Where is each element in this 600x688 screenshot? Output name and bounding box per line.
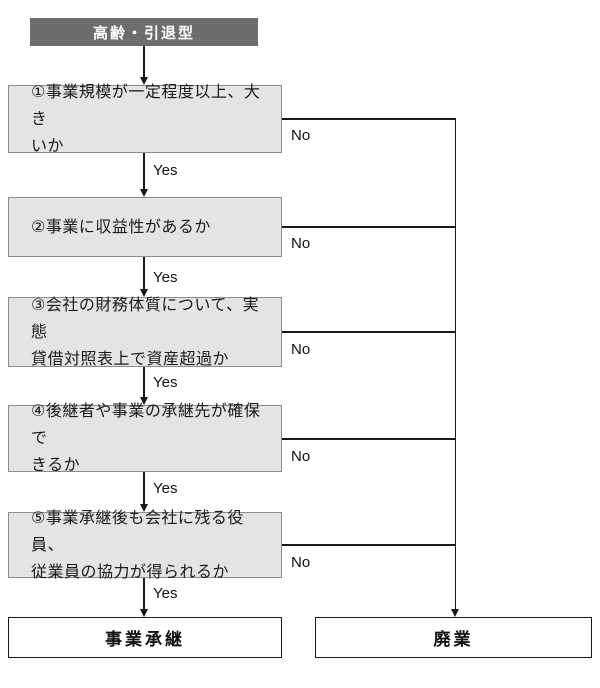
- no-branch-line-q3: [282, 331, 456, 333]
- question-4-line-1: ④後継者や事業の承継先が確保で: [31, 403, 261, 447]
- start-node: 高齢・引退型: [30, 18, 258, 46]
- no-label-5: No: [291, 554, 311, 571]
- outcome-closure-label: 廃業: [433, 630, 474, 649]
- question-1-line-1: ①事業規模が一定程度以上、大き: [31, 83, 261, 128]
- connector-q2-to-q3: [143, 257, 145, 290]
- no-branch-line-q2: [282, 226, 456, 228]
- question-4-line-2: きるか: [31, 457, 81, 474]
- no-branch-line-q1: [282, 118, 456, 120]
- no-branch-line-q4: [282, 438, 456, 440]
- question-3-line-1: ③会社の財務体質について、実態: [31, 296, 260, 341]
- arrowhead-down-icon: [139, 77, 148, 85]
- no-label-3: No: [291, 341, 311, 358]
- question-5-line-1: ⑤事業承継後も会社に残る役員、: [31, 509, 244, 554]
- arrowhead-down-icon: [450, 609, 459, 617]
- question-box-1: ①事業規模が一定程度以上、大き いか: [8, 84, 282, 155]
- no-label-1: No: [291, 127, 311, 144]
- question-box-2: ②事業に収益性があるか: [8, 197, 282, 257]
- start-node-label: 高齢・引退型: [92, 24, 195, 42]
- connector-start-to-q1: [143, 46, 145, 78]
- connector-q1-to-q2: [143, 153, 145, 190]
- question-3-line-2: 貸借対照表上で資産超過か: [31, 350, 230, 368]
- no-label-4: No: [291, 448, 311, 465]
- no-label-2: No: [291, 235, 311, 252]
- yes-label-3: Yes: [153, 374, 178, 391]
- yes-label-1: Yes: [153, 162, 178, 179]
- connector-q3-to-q4: [143, 367, 145, 398]
- question-1-line-2: いか: [31, 137, 65, 155]
- outcome-closure: 廃業: [315, 617, 592, 658]
- arrowhead-down-icon: [139, 504, 148, 512]
- arrowhead-down-icon: [139, 189, 148, 197]
- arrowhead-down-icon: [139, 289, 148, 297]
- question-box-4: ④後継者や事業の承継先が確保で きるか: [8, 403, 282, 474]
- arrowhead-down-icon: [139, 609, 148, 617]
- connector-q5-to-succession: [143, 578, 145, 610]
- connector-q4-to-q5: [143, 472, 145, 505]
- yes-label-4: Yes: [153, 480, 178, 497]
- yes-label-5: Yes: [153, 585, 178, 602]
- question-box-3: ③会社の財務体質について、実態 貸借対照表上で資産超過か: [8, 297, 282, 368]
- question-5-line-2: 従業員の協力が得られるか: [31, 563, 230, 581]
- outcome-succession: 事業承継: [8, 617, 282, 658]
- outcome-succession-label: 事業承継: [105, 630, 185, 649]
- no-trunk-line: [454, 118, 456, 610]
- question-box-5: ⑤事業承継後も会社に残る役員、 従業員の協力が得られるか: [8, 510, 282, 581]
- arrowhead-down-icon: [139, 397, 148, 405]
- yes-label-2: Yes: [153, 269, 178, 286]
- question-2-line-1: ②事業に収益性があるか: [31, 218, 211, 236]
- no-branch-line-q5: [282, 544, 456, 546]
